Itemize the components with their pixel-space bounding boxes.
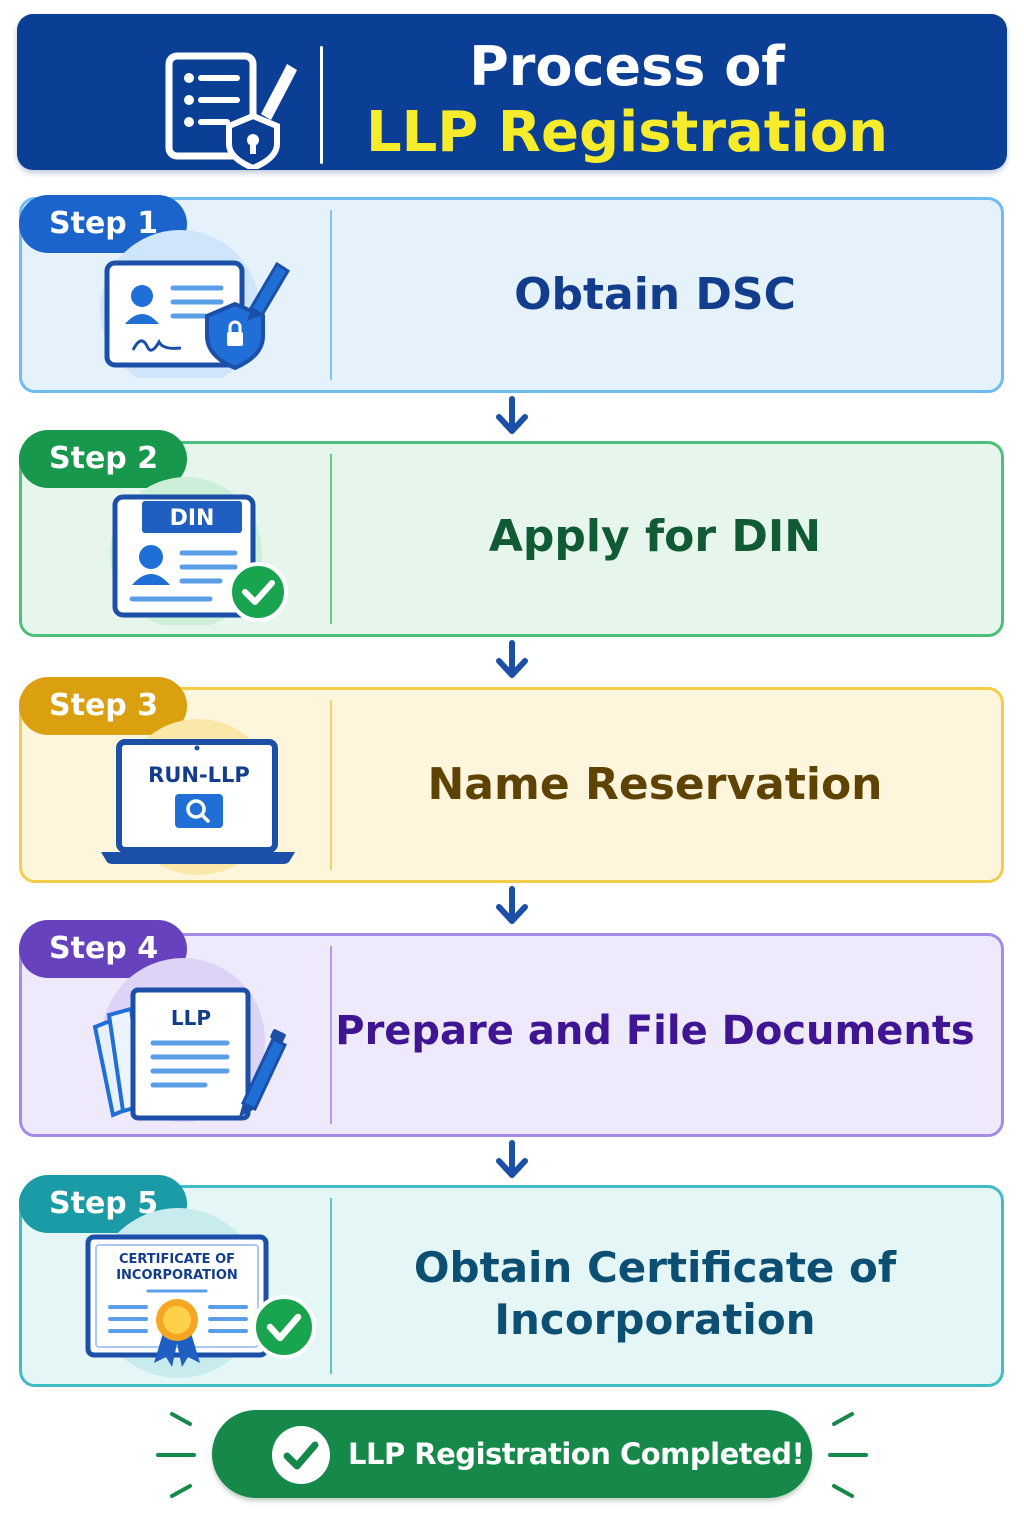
step-title-5-line-1: Obtain Certificate of: [413, 1243, 897, 1292]
completion-banner: LLP Registration Completed!: [212, 1410, 812, 1498]
card-divider: [330, 454, 332, 624]
step-badge-2: Step 2: [19, 430, 187, 488]
step-title-4: Prepare and File Documents: [335, 1008, 975, 1054]
sparkle-lines-icon: [156, 1412, 196, 1498]
step-title-5-line-2: Incorporation: [494, 1295, 816, 1344]
card-divider: [330, 946, 332, 1124]
check-circle-icon: [272, 1426, 330, 1484]
certificate-label-line-2: INCORPORATION: [116, 1268, 238, 1283]
title-line-1: Process of: [469, 35, 785, 98]
laptop-search-icon: RUN-LLP: [101, 719, 295, 875]
card-divider: [330, 210, 332, 380]
din-id-card-icon: DIN: [110, 477, 288, 625]
title-line-2: LLP Registration: [365, 100, 889, 165]
arrow-down-icon: [496, 396, 528, 434]
documents-pen-icon: LLP: [92, 958, 287, 1122]
step-title-3: Name Reservation: [427, 759, 883, 810]
card-divider: [330, 700, 332, 870]
page-title: Process of LLP Registration: [347, 34, 907, 166]
arrow-down-icon: [496, 1140, 528, 1178]
sparkle-lines-icon: [828, 1412, 868, 1498]
step-badge-3: Step 3: [19, 677, 187, 735]
run-llp-label: RUN-LLP: [148, 763, 250, 787]
document-pen-shield-icon: [165, 52, 297, 169]
step-title-2: Apply for DIN: [488, 511, 822, 562]
completion-text: LLP Registration Completed!: [348, 1437, 805, 1471]
digital-signature-card-icon: [100, 230, 291, 378]
card-divider: [330, 1198, 332, 1374]
header-banner: Process of LLP Registration: [17, 14, 1007, 170]
step-badge-4: Step 4: [19, 920, 187, 978]
step-title-5: Obtain Certificate of Incorporation: [330, 1242, 980, 1346]
llp-doc-label: LLP: [171, 1006, 211, 1030]
step-title-1: Obtain DSC: [514, 269, 796, 320]
arrow-down-icon: [496, 886, 528, 924]
header-divider: [320, 46, 323, 164]
certificate-icon: CERTIFICATE OF INCORPORATION: [85, 1208, 316, 1378]
din-label: DIN: [170, 506, 215, 531]
certificate-label-line-1: CERTIFICATE OF: [119, 1252, 235, 1267]
arrow-down-icon: [496, 640, 528, 678]
